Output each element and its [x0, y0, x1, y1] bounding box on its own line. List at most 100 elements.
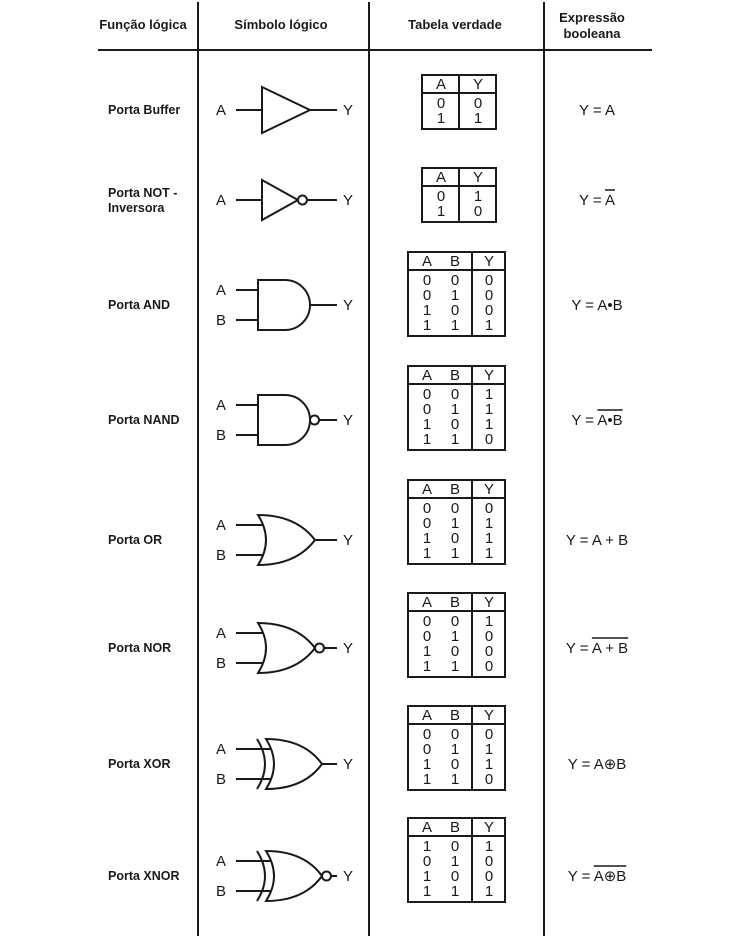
- xor-gate-symbol: ABY: [216, 737, 353, 791]
- truth-table-cell: 0: [423, 741, 431, 758]
- truth-table-header-a: A: [422, 819, 432, 836]
- truth-table-frame: [407, 365, 506, 451]
- truth-table-cell: 0: [485, 771, 493, 788]
- truth-table-cell: 0: [437, 95, 445, 112]
- expression-text: Y = A: [579, 192, 615, 209]
- input-label-b: B: [216, 427, 226, 444]
- header-expression-line2: booleana: [563, 26, 621, 41]
- truth-table-header-b: B: [450, 594, 460, 611]
- expression-prefix: Y =: [568, 868, 594, 885]
- truth-table-cell: 1: [451, 658, 459, 675]
- input-label-a: A: [216, 102, 226, 119]
- truth-table-cell: 1: [451, 545, 459, 562]
- truth-table-cell: 1: [485, 545, 493, 562]
- input-label-a: A: [216, 853, 226, 870]
- truth-table-cell: 0: [485, 868, 493, 885]
- truth-table-cell: 1: [451, 853, 459, 870]
- xor-gate-extra-arc: [256, 738, 266, 790]
- expression-text: Y = A•B: [571, 297, 622, 314]
- expression-text: Y = A⊕B: [568, 868, 627, 885]
- truth-table-cell: 1: [485, 317, 493, 334]
- xor-gate-body: [264, 737, 324, 791]
- truth-table-cell: 0: [451, 386, 459, 403]
- input-label-b: B: [216, 883, 226, 900]
- truth-table-cell: 0: [423, 500, 431, 517]
- truth-table-cell: 1: [474, 110, 482, 127]
- gate-name-nor: Porta NOR: [108, 641, 171, 655]
- truth-table-cell: 0: [451, 643, 459, 660]
- inversion-bubble: [321, 870, 332, 882]
- truth-table-cell: 0: [474, 95, 482, 112]
- truth-table-cell: 0: [485, 726, 493, 743]
- output-label-y: Y: [343, 532, 353, 549]
- truth-table-cell: 1: [423, 658, 431, 675]
- truth-table-cell: 0: [451, 726, 459, 743]
- expression-text: Y = A⊕B: [568, 756, 627, 773]
- expression-prefix: Y =: [566, 532, 592, 549]
- or-boolean-expression: Y = A + B: [566, 532, 628, 549]
- expression-body: A + B: [592, 532, 628, 549]
- header-function: Função lógica: [99, 17, 187, 32]
- truth-table-cell: 1: [423, 883, 431, 900]
- nand-gate-body: [257, 394, 311, 446]
- gate-name-not-line1: Porta NOT -: [108, 186, 177, 200]
- expression-body: A⊕B: [594, 868, 627, 885]
- truth-table-header-a: A: [436, 169, 446, 186]
- truth-table-cell: 0: [485, 658, 493, 675]
- truth-table-cell: 1: [423, 302, 431, 319]
- expression-body: A•B: [597, 297, 622, 314]
- input-label-b: B: [216, 547, 226, 564]
- gate-name-and: Porta AND: [108, 298, 170, 312]
- expression-body: A: [605, 192, 615, 209]
- truth-table-cell: 0: [485, 628, 493, 645]
- truth-table-header-y: Y: [484, 253, 494, 270]
- truth-table-cell: 1: [423, 545, 431, 562]
- truth-table-cell: 0: [485, 643, 493, 660]
- truth-table-cell: 1: [451, 401, 459, 418]
- truth-table-header-y: Y: [484, 367, 494, 384]
- gate-name-xnor: Porta XNOR: [108, 869, 180, 883]
- truth-table-cell: 1: [423, 643, 431, 660]
- truth-table-cell: 0: [423, 726, 431, 743]
- truth-table-cell: 1: [485, 613, 493, 630]
- xnor-gate-body: [264, 849, 324, 903]
- truth-table-cell: 0: [485, 853, 493, 870]
- truth-table-cell: 1: [423, 416, 431, 433]
- truth-table-cell: 0: [485, 302, 493, 319]
- expression-text: Y = A: [579, 102, 615, 119]
- truth-table-cell: 0: [485, 287, 493, 304]
- truth-table-cell: 0: [423, 287, 431, 304]
- truth-table-cell: 0: [485, 500, 493, 517]
- input-label-b: B: [216, 771, 226, 788]
- truth-table-header-y: Y: [473, 76, 483, 93]
- truth-table-cell: 0: [451, 500, 459, 517]
- truth-table-cell: 1: [485, 838, 493, 855]
- and-boolean-expression: Y = A•B: [571, 297, 622, 314]
- truth-table-cell: 1: [451, 287, 459, 304]
- inversion-bubble: [309, 414, 320, 426]
- truth-table-cell: 1: [451, 515, 459, 532]
- truth-table-cell: 1: [423, 317, 431, 334]
- truth-table-cell: 0: [451, 838, 459, 855]
- gate-name-buffer: Porta Buffer: [108, 103, 180, 117]
- gate-name-not-line2: Inversora: [108, 201, 165, 215]
- truth-table-cell: 0: [423, 386, 431, 403]
- truth-table-cell: 0: [423, 628, 431, 645]
- truth-table-cell: 0: [451, 530, 459, 547]
- truth-table-cell: 0: [423, 272, 431, 289]
- expression-body: A: [605, 102, 615, 119]
- truth-table-frame: [407, 592, 506, 678]
- xnor-gate-extra-arc: [256, 850, 266, 902]
- truth-table-cell: 0: [451, 613, 459, 630]
- expression-prefix: Y =: [579, 102, 605, 119]
- nand-gate-symbol: ABY: [216, 394, 353, 446]
- truth-table-cell: 0: [451, 756, 459, 773]
